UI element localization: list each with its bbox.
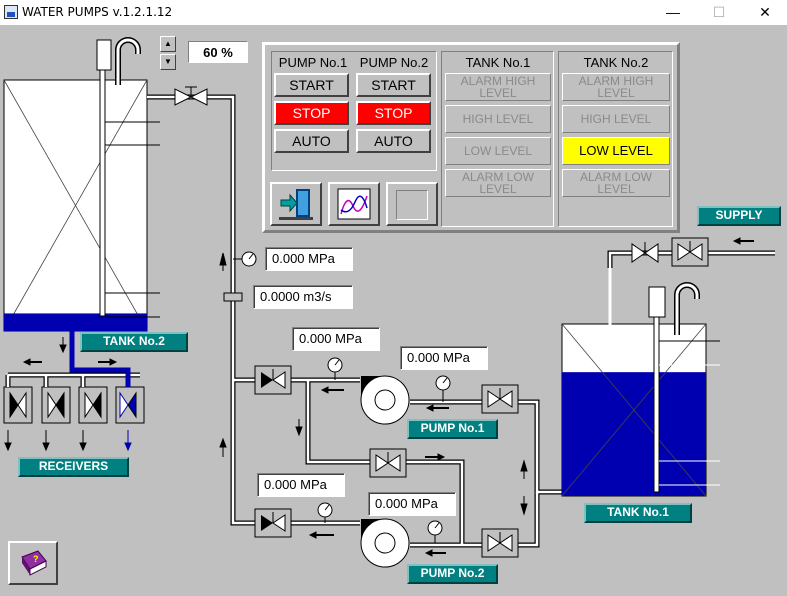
- pump1-out-pressure: 0.000 MPa: [292, 327, 380, 351]
- pump1-label[interactable]: PUMP No.1: [407, 419, 498, 439]
- blank-button[interactable]: [386, 182, 438, 226]
- receiver-valves[interactable]: [3, 370, 145, 452]
- increase-opening-button[interactable]: ▲: [160, 36, 176, 52]
- svg-text:?: ?: [33, 554, 39, 564]
- tank2-high: HIGH LEVEL: [562, 105, 670, 133]
- pump1-start-button[interactable]: START: [274, 73, 349, 97]
- pump1-header: PUMP No.1: [278, 55, 348, 70]
- pump2-in-pressure: 0.000 MPa: [368, 492, 456, 516]
- window-title: WATER PUMPS v.1.2.1.12: [22, 5, 173, 19]
- exit-door-icon: [279, 189, 313, 220]
- valve-crossover[interactable]: [369, 448, 407, 478]
- tank2-low: LOW LEVEL: [562, 137, 670, 165]
- tank1-alarm-low: ALARM LOW LEVEL: [445, 169, 551, 197]
- help-book-icon: ?: [21, 550, 47, 576]
- supply-label[interactable]: SUPPLY: [697, 206, 781, 226]
- pump2-auto-button[interactable]: AUTO: [356, 129, 431, 153]
- tank-2: [3, 37, 160, 332]
- main-canvas: ▲ ▼ 60 % PUMP No.1 PUMP No.2 START START…: [0, 25, 787, 596]
- tank-1: [561, 268, 720, 497]
- pump1-stop-button[interactable]: STOP: [274, 101, 349, 125]
- valve-pump1-discharge[interactable]: [254, 365, 292, 395]
- title-bar: WATER PUMPS v.1.2.1.12 — ☐ ✕: [0, 0, 787, 25]
- tank2-indicators: [558, 51, 673, 227]
- flow-reading: 0.0000 m3/s: [253, 285, 353, 309]
- decrease-opening-button[interactable]: ▼: [160, 54, 176, 70]
- tank1-header: TANK No.1: [465, 55, 531, 70]
- pump2-label[interactable]: PUMP No.2: [407, 564, 498, 584]
- valve-pump2-discharge[interactable]: [254, 508, 292, 538]
- main-pressure-reading: 0.000 MPa: [265, 247, 353, 271]
- tank1-low: LOW LEVEL: [445, 137, 551, 165]
- close-button[interactable]: ✕: [759, 4, 771, 20]
- pump-1-icon[interactable]: [360, 375, 410, 425]
- maximize-button[interactable]: ☐: [712, 4, 726, 20]
- tank1-indicators: [441, 51, 554, 227]
- pump-controls: [271, 51, 437, 171]
- tank1-label[interactable]: TANK No.1: [584, 503, 692, 523]
- tank2-label[interactable]: TANK No.2: [80, 332, 188, 352]
- tank1-alarm-high: ALARM HIGH LEVEL: [445, 73, 551, 101]
- minimize-button[interactable]: —: [666, 4, 680, 20]
- pump1-auto-button[interactable]: AUTO: [274, 129, 349, 153]
- valve-opening-display: 60 %: [188, 41, 248, 63]
- chart-icon: [337, 188, 371, 220]
- pump2-header: PUMP No.2: [359, 55, 429, 70]
- pump2-stop-button[interactable]: STOP: [356, 101, 431, 125]
- valve-pump1-suction[interactable]: [481, 384, 519, 414]
- pump2-start-button[interactable]: START: [356, 73, 431, 97]
- tank2-header: TANK No.2: [583, 55, 649, 70]
- receivers-label[interactable]: RECEIVERS: [18, 457, 129, 477]
- pump-2-icon[interactable]: [360, 518, 410, 568]
- flowmeter-icon: [223, 292, 243, 302]
- main-gauge-icon: [233, 251, 257, 267]
- control-panel: PUMP No.1 PUMP No.2 START START STOP STO…: [262, 42, 680, 233]
- tank2-alarm-low: ALARM LOW LEVEL: [562, 169, 670, 197]
- tank1-high: HIGH LEVEL: [445, 105, 551, 133]
- process-diagram: [3, 37, 775, 568]
- flow-arrows: [22, 237, 754, 557]
- valve-pump2-suction[interactable]: [481, 528, 519, 558]
- app-icon: [4, 5, 18, 19]
- inlet-valve-tank2[interactable]: [174, 86, 208, 106]
- pump2-out-pressure: 0.000 MPa: [257, 473, 345, 497]
- blank-icon: [396, 190, 428, 220]
- help-button[interactable]: ?: [8, 541, 58, 585]
- supply-valve[interactable]: [631, 237, 709, 267]
- exit-button[interactable]: [270, 182, 322, 226]
- chart-button[interactable]: [328, 182, 380, 226]
- pump1-in-pressure: 0.000 MPa: [400, 346, 488, 370]
- tank2-alarm-high: ALARM HIGH LEVEL: [562, 73, 670, 101]
